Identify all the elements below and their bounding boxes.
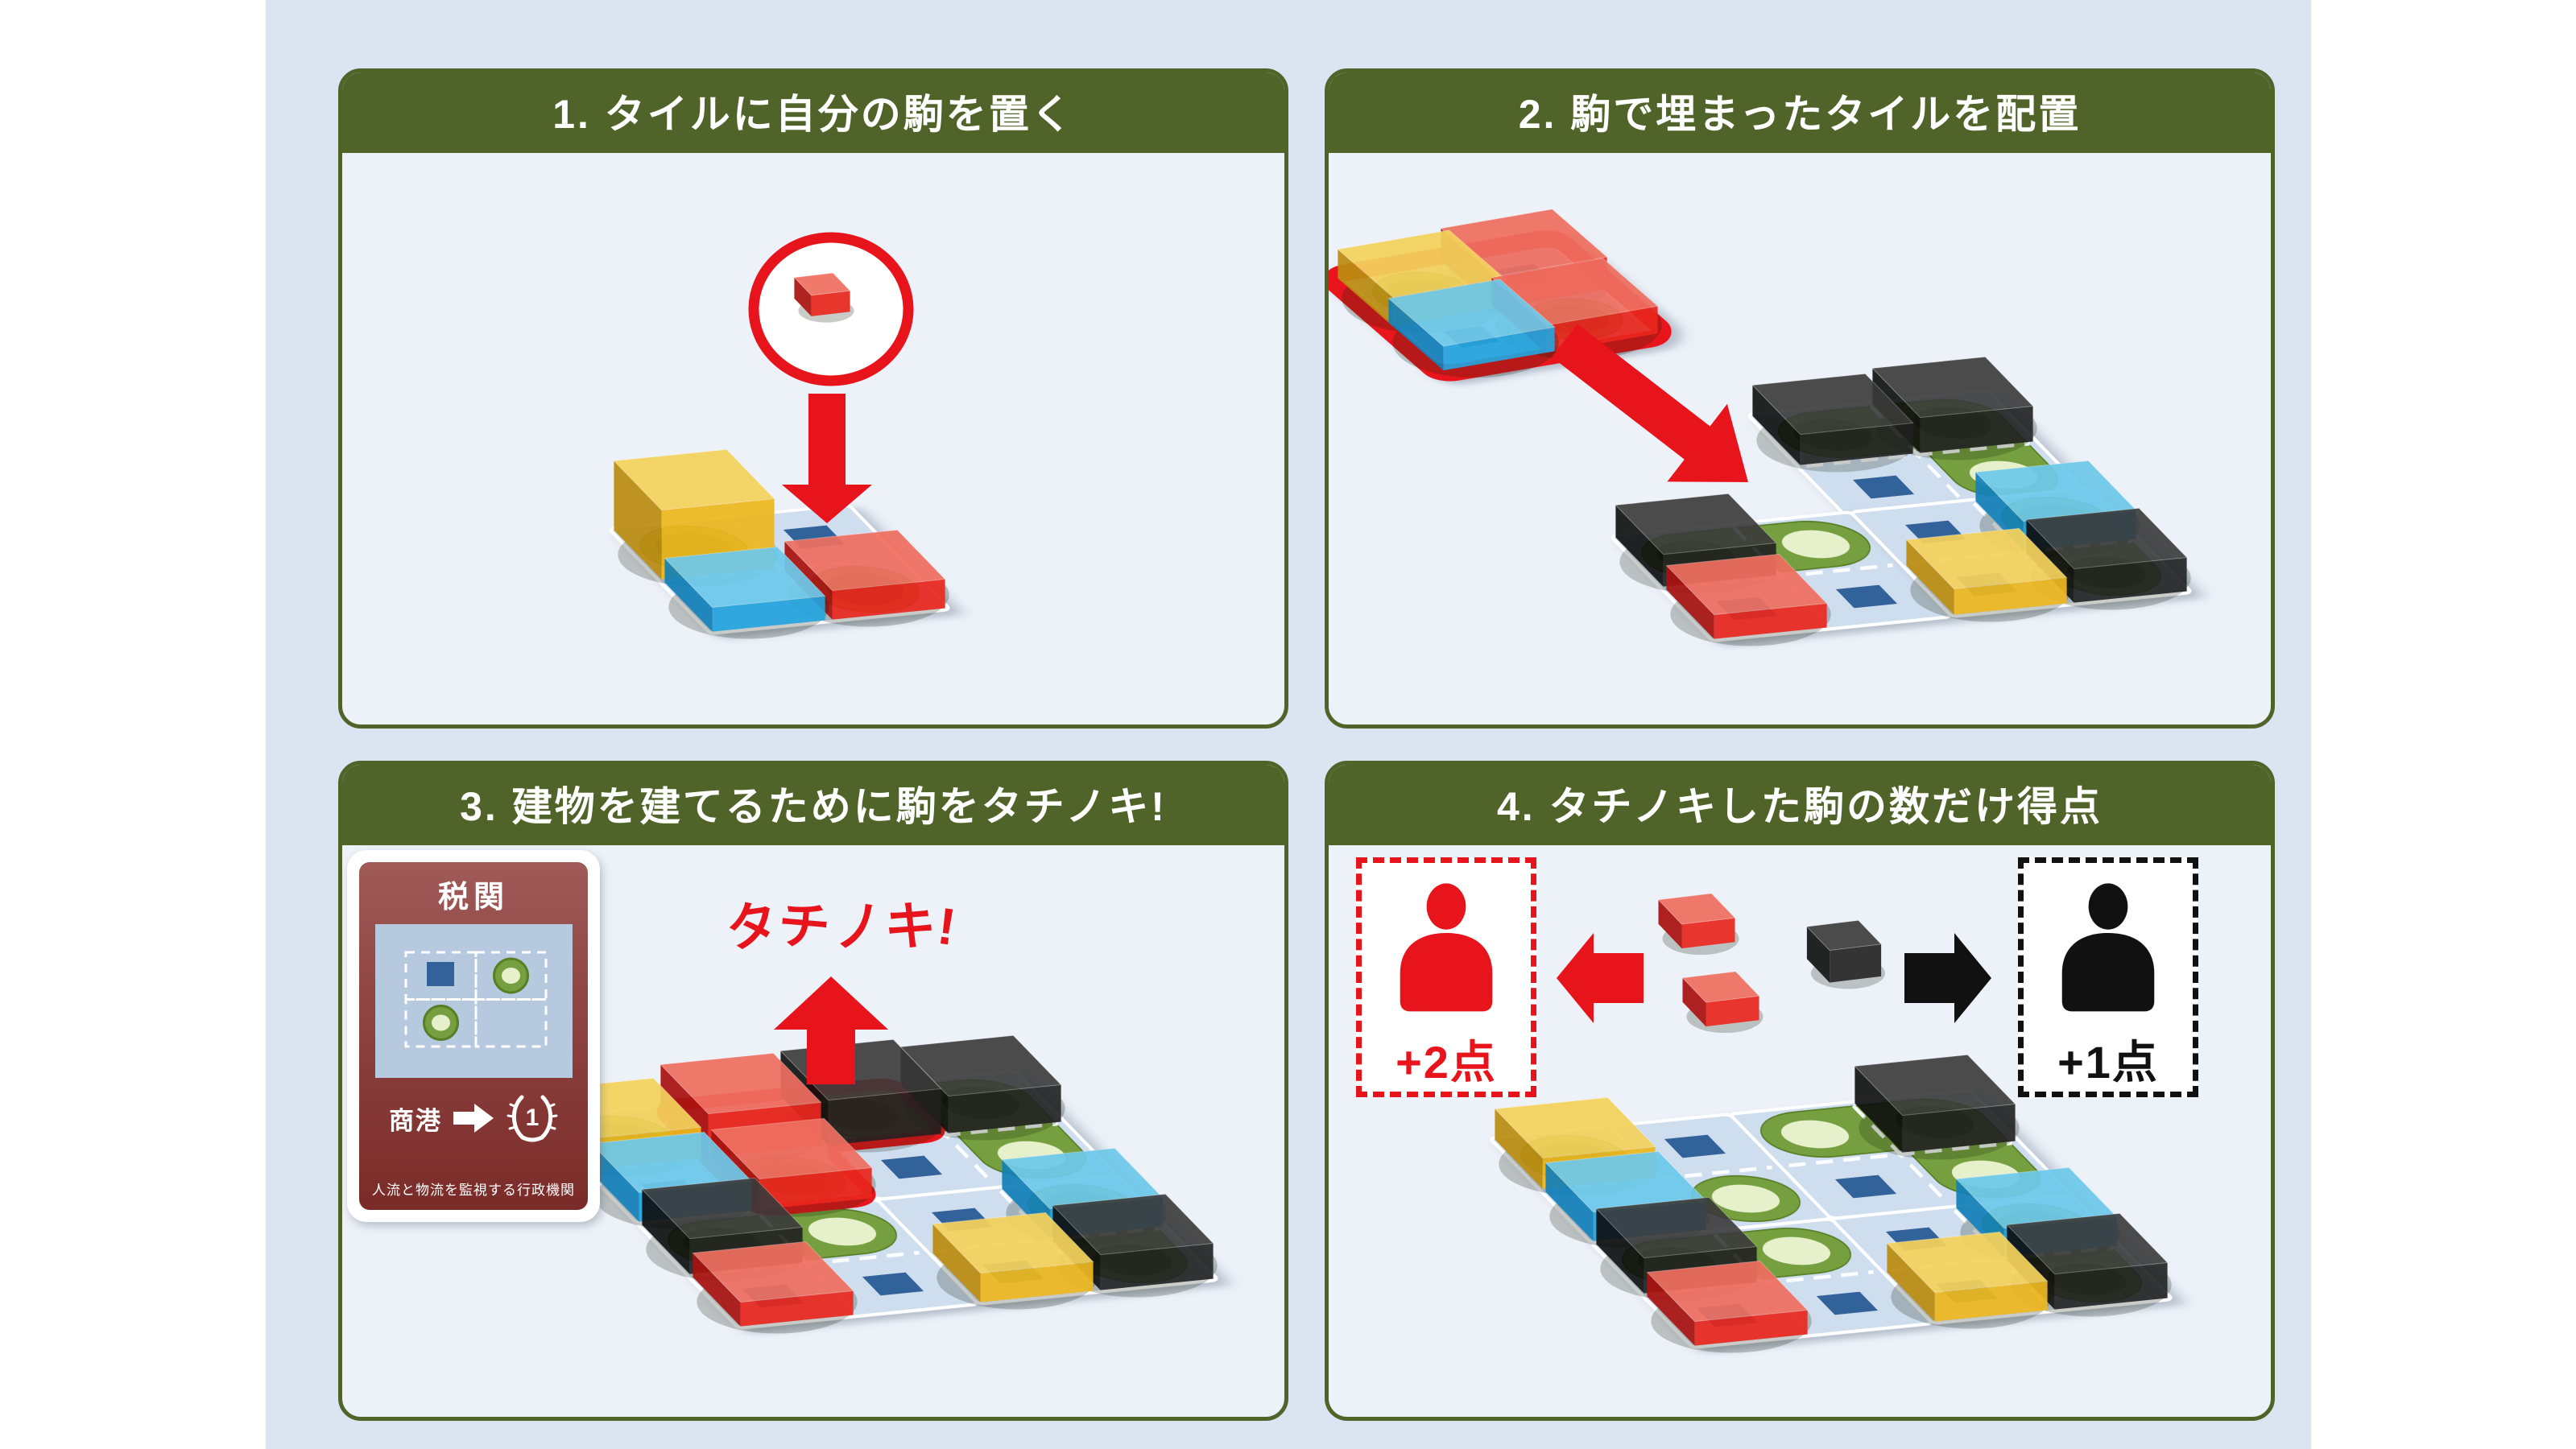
building-card-map bbox=[374, 924, 573, 1078]
red-cube bbox=[1646, 1260, 1812, 1353]
panel-1-canvas bbox=[338, 232, 1288, 639]
house-square bbox=[862, 1272, 924, 1296]
evicted-red-cube bbox=[1657, 893, 1739, 956]
card-laurel-icon: 1 bbox=[507, 1095, 558, 1142]
evicted-black-cube bbox=[1805, 919, 1886, 989]
score-arrow-red bbox=[1557, 933, 1644, 1023]
card-caption: 人流と物流を監視する行政機関 bbox=[372, 1183, 575, 1198]
evict-shout-text: タチノキ! bbox=[722, 894, 961, 960]
house-square bbox=[1852, 475, 1915, 499]
cell-grid-dashes bbox=[1742, 1095, 2059, 1215]
building-card-title: 税関 bbox=[437, 881, 509, 914]
evict-arrow bbox=[774, 976, 888, 1084]
panel-1: 1. タイルに自分の駒を置く bbox=[338, 68, 1288, 729]
yellow-cube bbox=[932, 1212, 1098, 1310]
board-p4-board bbox=[1490, 1054, 2173, 1353]
board-p2-stack bbox=[1325, 208, 1670, 378]
blue-cube bbox=[664, 546, 829, 639]
panel-2-header: 2. 駒で埋まったタイルを配置 bbox=[1329, 72, 2271, 153]
card-build-spot bbox=[422, 1005, 459, 1041]
build-spot bbox=[808, 1217, 877, 1246]
board-p3-board bbox=[535, 1034, 1218, 1334]
move-tile-arrow bbox=[1552, 324, 1748, 482]
house-square bbox=[1835, 584, 1898, 609]
building-card-face: 税関 bbox=[359, 862, 588, 1210]
panel-4-title: 4. タチノキした駒の数だけ得点 bbox=[1496, 783, 2103, 829]
board-p2-top bbox=[1747, 356, 2089, 519]
score-arrow-black bbox=[1904, 933, 1991, 1023]
card-build-spot bbox=[492, 957, 529, 994]
building-card: 税関 bbox=[347, 850, 600, 1222]
house-square bbox=[1816, 1291, 1879, 1315]
yellow-cube bbox=[1886, 1231, 2052, 1329]
panel-4-canvas bbox=[1325, 893, 2275, 1353]
red-cube bbox=[1665, 553, 1831, 646]
panel-2-canvas bbox=[1325, 208, 2275, 646]
black-player-icon bbox=[2061, 883, 2155, 1012]
held-piece-cube bbox=[793, 272, 854, 323]
panel-1-header: 1. タイルに自分の駒を置く bbox=[342, 72, 1284, 153]
black-player-score-box: +1点 bbox=[2018, 857, 2198, 1097]
place-arrow bbox=[782, 394, 872, 523]
card-house-square bbox=[426, 962, 454, 986]
black-score-label: +1点 bbox=[2057, 1037, 2159, 1088]
evicted-red-cube bbox=[1681, 971, 1764, 1034]
panel-3-title: 3. 建物を建てるために駒をタチノキ! bbox=[460, 783, 1167, 829]
build-spot bbox=[1711, 1184, 1780, 1213]
blue-cube bbox=[1387, 279, 1559, 378]
house-square bbox=[880, 1155, 943, 1179]
board-p2-br bbox=[1850, 460, 2192, 622]
black-cube bbox=[1871, 356, 2037, 460]
panel-3: 3. 建物を建てるために駒をタチノキ! 税関 bbox=[338, 761, 1288, 1421]
build-spot bbox=[1762, 1236, 1831, 1265]
build-spot bbox=[1780, 1120, 1850, 1149]
card-grid-dashes bbox=[404, 951, 547, 1048]
black-cube bbox=[1751, 373, 1917, 473]
build-spot bbox=[1781, 530, 1850, 559]
card-requirement: 商港 bbox=[389, 1106, 442, 1135]
cell-grid-dashes bbox=[1759, 395, 2077, 515]
panel-2-title: 2. 駒で埋まったタイルを配置 bbox=[1518, 91, 2082, 137]
panel-4-header: 4. タチノキした駒の数だけ得点 bbox=[1329, 765, 2271, 845]
red-cube bbox=[692, 1241, 858, 1334]
board-p1-tile bbox=[609, 448, 950, 639]
black-cube bbox=[1854, 1054, 2020, 1160]
red-player-icon bbox=[1400, 883, 1493, 1012]
board-p2-bl bbox=[1611, 493, 1952, 646]
red-score-label: +2点 bbox=[1396, 1037, 1497, 1088]
panel-2: 2. 駒で埋まったタイルを配置 bbox=[1325, 68, 2275, 729]
card-points: 1 bbox=[526, 1104, 540, 1131]
house-square bbox=[1834, 1174, 1897, 1199]
panel-4: 4. タチノキした駒の数だけ得点 +2点 +1点 bbox=[1325, 761, 2275, 1421]
panel-3-header: 3. 建物を建てるために駒をタチノキ! bbox=[342, 765, 1284, 845]
yellow-cube bbox=[1905, 527, 2071, 622]
card-score-row: 商港 1 bbox=[389, 1092, 558, 1144]
card-map-diagram bbox=[404, 951, 547, 1048]
panel-1-title: 1. タイルに自分の駒を置く bbox=[552, 91, 1074, 137]
red-player-score-box: +2点 bbox=[1356, 857, 1536, 1097]
card-arrow-icon bbox=[453, 1104, 494, 1133]
panel-3-canvas bbox=[338, 976, 1288, 1334]
house-square bbox=[1664, 1134, 1726, 1158]
